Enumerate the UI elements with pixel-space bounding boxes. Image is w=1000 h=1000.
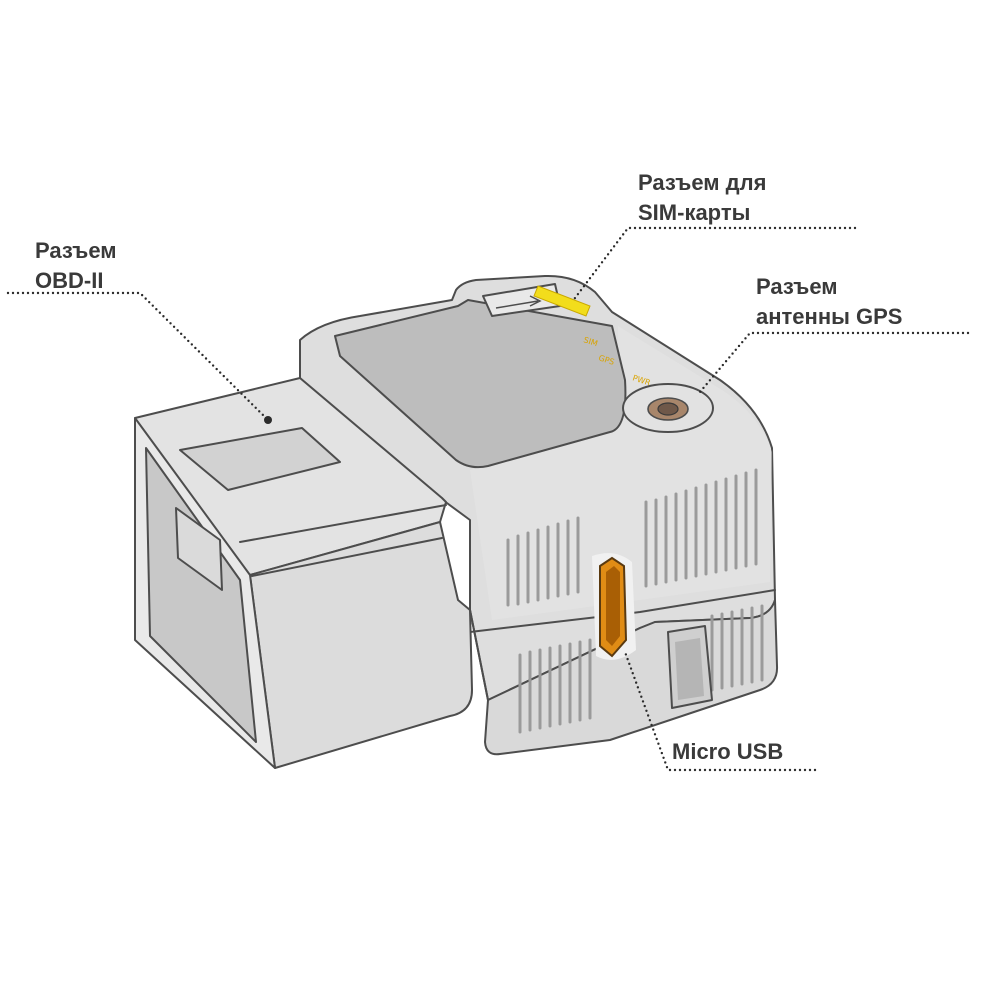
label-obd-line1: Разъем: [35, 238, 117, 263]
upper-vents: [506, 468, 758, 607]
label-sim-line1: Разъем для: [638, 170, 767, 195]
label-sim-line2: SIM-карты: [638, 200, 751, 225]
lower-vents: [518, 604, 764, 734]
label-gps-line1: Разъем: [756, 274, 838, 299]
sim-card-slot-icon: SIM GPS PWR: [482, 283, 652, 388]
obd-ii-connector-icon: [134, 377, 473, 769]
leader-sim: [570, 226, 857, 304]
label-sim-slot: Разъем для SIM-карты: [638, 168, 766, 228]
label-gps-antenna: Разъем антенны GPS: [756, 272, 902, 332]
leader-lines: [6, 226, 970, 772]
label-obd-ii: Разъем OBD-II: [35, 236, 117, 296]
top-panel: [334, 299, 627, 469]
label-usb-line1: Micro USB: [672, 739, 784, 764]
svg-text:SIM: SIM: [582, 335, 599, 348]
label-micro-usb: Micro USB: [672, 737, 783, 767]
bottom-notch: [667, 625, 713, 709]
leader-usb: [623, 650, 817, 772]
gps-antenna-port-icon: [622, 383, 714, 433]
label-gps-line2: антенны GPS: [756, 304, 903, 329]
leader-gps: [698, 331, 970, 394]
label-obd-line2: OBD-II: [35, 268, 104, 293]
micro-usb-port-icon: [592, 553, 636, 660]
leader-obd: [6, 291, 270, 422]
